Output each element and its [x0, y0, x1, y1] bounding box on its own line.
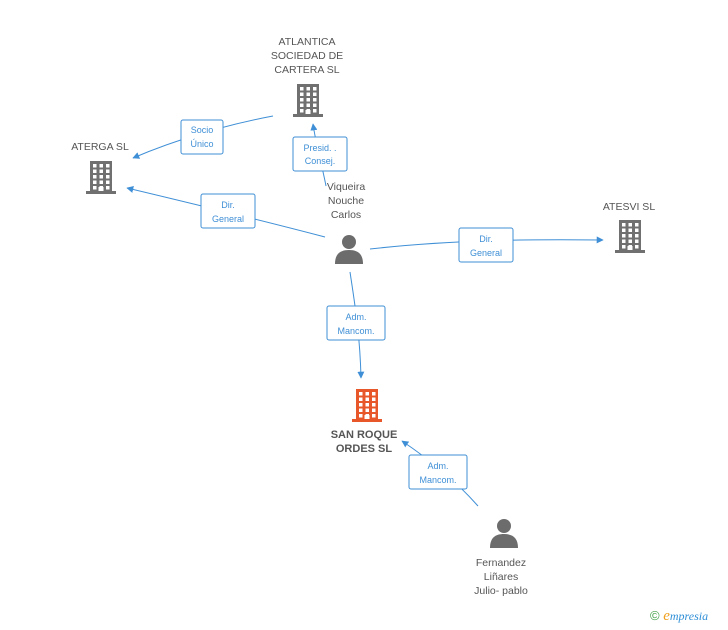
node-label-line-1: ATLANTICA [279, 36, 336, 48]
edge-label-box [326, 305, 386, 341]
person-icon [490, 519, 518, 548]
edge-label-box [408, 454, 468, 490]
brand-logo-text: mpresia [669, 609, 709, 623]
edge-label-line-1: Adm. [427, 461, 448, 471]
node-vigueira[interactable]: Viqueira Nouche Carlos [327, 181, 365, 264]
edge-label-line-1: Dir. [479, 234, 493, 244]
node-atesvi[interactable]: ATESVI SL [603, 201, 655, 253]
node-fernandez[interactable]: Fernandez Liñares Julio- pablo [474, 519, 528, 597]
edge-label-line-2: Único [190, 139, 213, 149]
edge-label-line-1: Presid. . [303, 143, 336, 153]
node-aterga[interactable]: ATERGA SL [71, 141, 129, 194]
node-label-line-1: Viqueira [327, 181, 365, 193]
edge-label-box [200, 193, 256, 229]
node-label-line-2: SOCIEDAD DE [271, 50, 343, 62]
edge-socio-unico[interactable]: Socio Único [132, 115, 274, 159]
edge-adm-mancom-vigueira[interactable]: Adm. Mancom. [326, 271, 386, 379]
building-icon [352, 389, 382, 422]
edge-label-line-2: General [212, 214, 244, 224]
person-icon [335, 235, 363, 264]
edge-label-line-2: Consej. [305, 156, 336, 166]
node-label-line-1: ATESVI SL [603, 201, 655, 213]
edge-label-line-1: Socio [191, 125, 214, 135]
building-icon [86, 161, 116, 194]
node-label-line-2: ORDES SL [336, 443, 393, 455]
edge-label-line-2: General [470, 248, 502, 258]
node-label-line-1: ATERGA SL [71, 141, 129, 153]
empresia-watermark: © empresia [650, 608, 708, 625]
node-label-line-3: Carlos [331, 209, 361, 221]
node-label-line-3: CARTERA SL [274, 64, 339, 76]
node-label-line-3: Julio- pablo [474, 585, 528, 597]
edge-label-box [180, 119, 224, 155]
node-label-line-1: Fernandez [476, 557, 526, 569]
node-atlantica[interactable]: ATLANTICA SOCIEDAD DE CARTERA SL [271, 36, 343, 117]
edge-label-line-1: Adm. [345, 312, 366, 322]
edge-label-line-2: Mancom. [419, 475, 456, 485]
brand-logo-initial: e [663, 608, 670, 624]
node-label-line-2: Nouche [328, 195, 364, 207]
edge-label-line-2: Mancom. [337, 326, 374, 336]
building-icon [293, 84, 323, 117]
edge-dir-general-aterga[interactable]: Dir. General [126, 186, 326, 238]
node-san-roque[interactable]: SAN ROQUE ORDES SL [331, 389, 398, 455]
edge-adm-mancom-fernandez[interactable]: Adm. Mancom. [401, 440, 479, 507]
node-label-line-1: SAN ROQUE [331, 429, 398, 441]
edge-label-box [458, 227, 514, 263]
edge-dir-general-atesvi[interactable]: Dir. General [369, 227, 604, 263]
edge-label-line-1: Dir. [221, 200, 235, 210]
building-icon [615, 220, 645, 253]
node-label-line-2: Liñares [484, 571, 518, 583]
edge-presid-consej[interactable]: Presid. . Consej. [292, 123, 348, 187]
edge-label-box [292, 136, 348, 172]
copyright-icon: © [650, 608, 660, 623]
